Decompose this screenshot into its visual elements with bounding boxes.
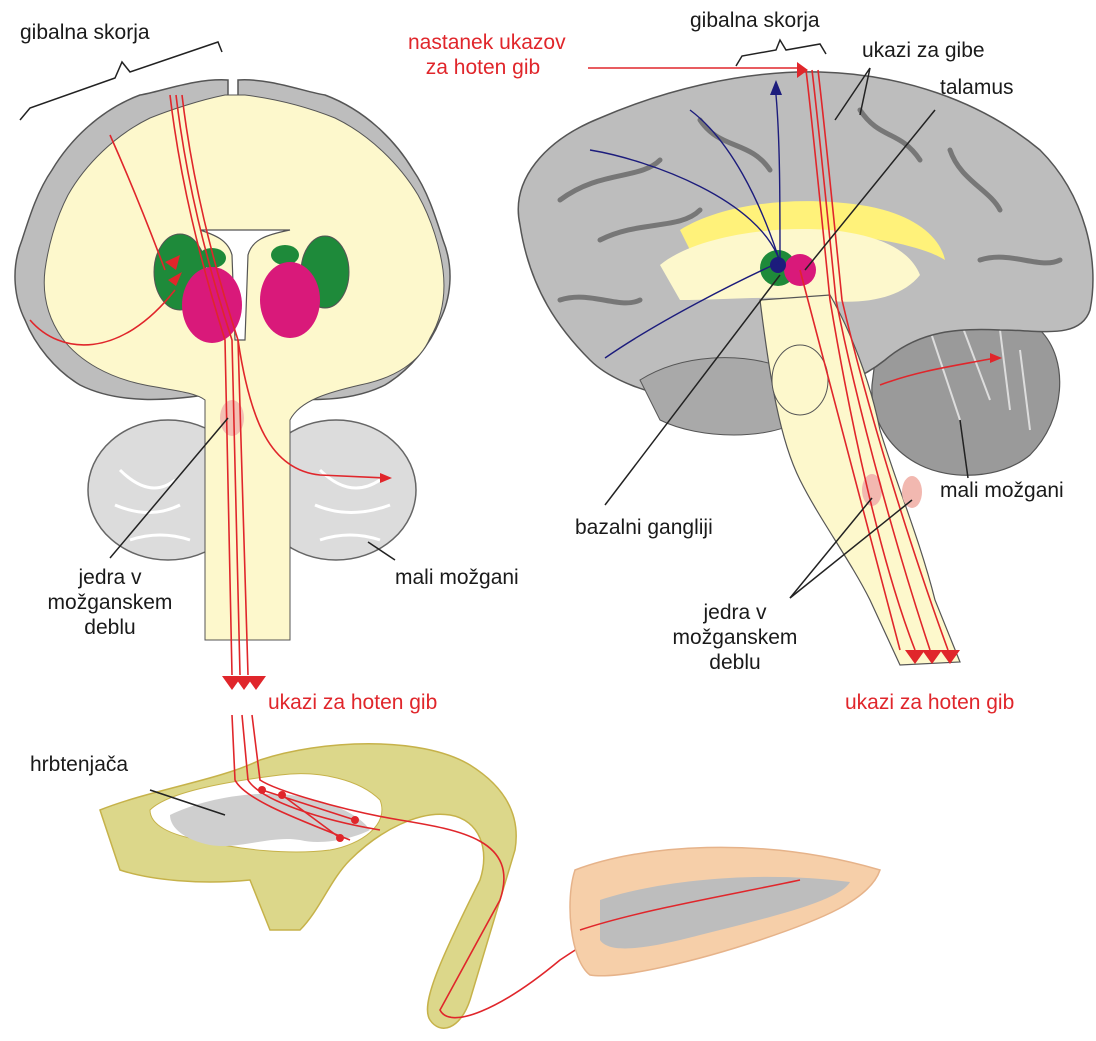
coronal-nuclei-line-1: jedra v [35, 565, 185, 590]
command-origin-label: nastanek ukazov za hoten gib [408, 30, 558, 80]
coronal-thalamus-right [260, 262, 320, 338]
coronal-cerebellum-label: mali možgani [395, 565, 519, 590]
sagittal-voluntary-command-label: ukazi za hoten gib [845, 690, 1014, 715]
sagittal-brainstem-nuclei-label: jedra v možganskem deblu [660, 600, 810, 675]
spinal-cord-section [100, 715, 880, 1028]
command-origin-line-2: za hoten gib [408, 55, 558, 80]
sagittal-nuclei-line-2: možganskem [660, 625, 810, 650]
coronal-nuclei-line-2: možganskem [35, 590, 185, 615]
coronal-thalamus-left [182, 267, 242, 343]
sagittal-cerebellum-label: mali možgani [940, 478, 1064, 503]
sagittal-nuclei-line-3: deblu [660, 650, 810, 675]
sagittal-nuclei-line-1: jedra v [660, 600, 810, 625]
sagittal-brain-section [518, 40, 1093, 665]
coronal-brainstem-nuclei-label: jedra v možganskem deblu [35, 565, 185, 640]
coronal-motor-cortex-label: gibalna skorja [20, 20, 150, 45]
coronal-voluntary-command-label: ukazi za hoten gib [268, 690, 437, 715]
basal-ganglia-label: bazalni gangliji [575, 515, 713, 540]
thalamus-label: talamus [940, 75, 1014, 100]
spinal-cord-label: hrbtenjača [30, 752, 128, 777]
coronal-nuclei-line-3: deblu [35, 615, 185, 640]
sagittal-motor-cortex-label: gibalna skorja [690, 8, 820, 33]
command-origin-line-1: nastanek ukazov [408, 30, 558, 55]
movement-commands-label: ukazi za gibe [862, 38, 985, 63]
